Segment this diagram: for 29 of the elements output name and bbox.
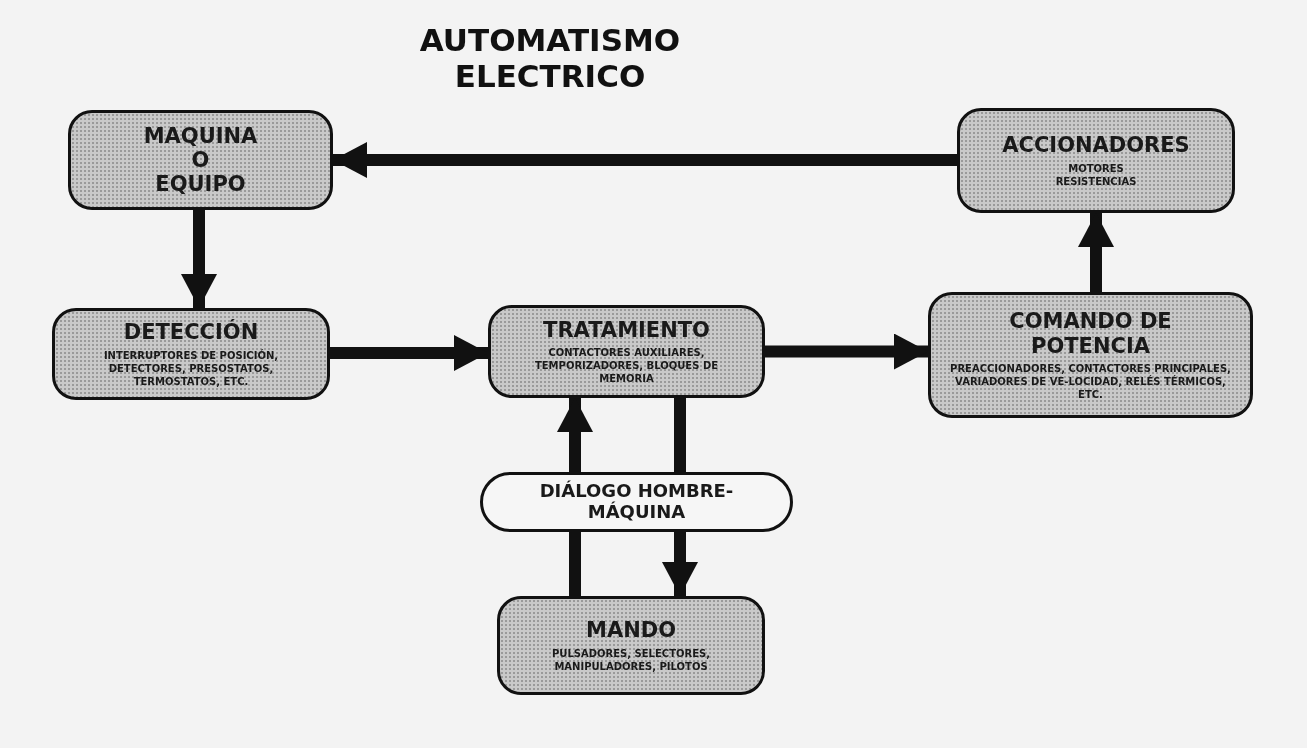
box-heading: MAQUINA O EQUIPO (143, 123, 258, 197)
box-heading: TRATAMIENTO (543, 317, 710, 343)
box-heading: COMANDO DE POTENCIA (1008, 309, 1173, 358)
diagram-title: AUTOMATISMO ELECTRICO (418, 22, 682, 94)
arrow (1078, 213, 1114, 292)
process-box (957, 108, 1235, 213)
connector-line (674, 398, 686, 472)
process-box (488, 305, 765, 398)
box-description: CONTACTORES AUXILIARES, TEMPORIZADORES, BLOQUES DE MEMORIA (533, 346, 720, 386)
rounded-pill-box (480, 472, 793, 532)
arrow (330, 335, 488, 371)
process-box (928, 292, 1253, 418)
box-heading: MANDO (586, 618, 676, 643)
box-description: MOTORES RESISTENCIAS (1054, 161, 1138, 188)
arrow (181, 210, 217, 308)
box-heading: DETECCIÓN (123, 320, 259, 345)
arrow (333, 142, 957, 178)
connector-line (569, 532, 581, 596)
box-heading: ACCIONADORES (1002, 133, 1190, 158)
arrow (662, 532, 698, 596)
box-description: PULSADORES, SELECTORES, MANIPULADORES, PILOTOS (551, 646, 711, 673)
box-description: PREACCIONADORES, CONTACTORES PRINCIPALES, VARIADORES DE VE-LOCIDAD, RELÉS TÉRMICOS, ETC. (949, 361, 1232, 401)
process-box (497, 596, 765, 695)
arrow (765, 333, 928, 370)
box-heading: DIÁLOGO HOMBRE-MÁQUINA (538, 481, 735, 523)
process-box (52, 308, 330, 400)
process-box (68, 110, 333, 210)
box-description: INTERRUPTORES DE POSICIÓN, DETECTORES, PRESOSTATOS, TERMOSTATOS, ETC. (102, 348, 280, 388)
arrow (557, 398, 593, 472)
